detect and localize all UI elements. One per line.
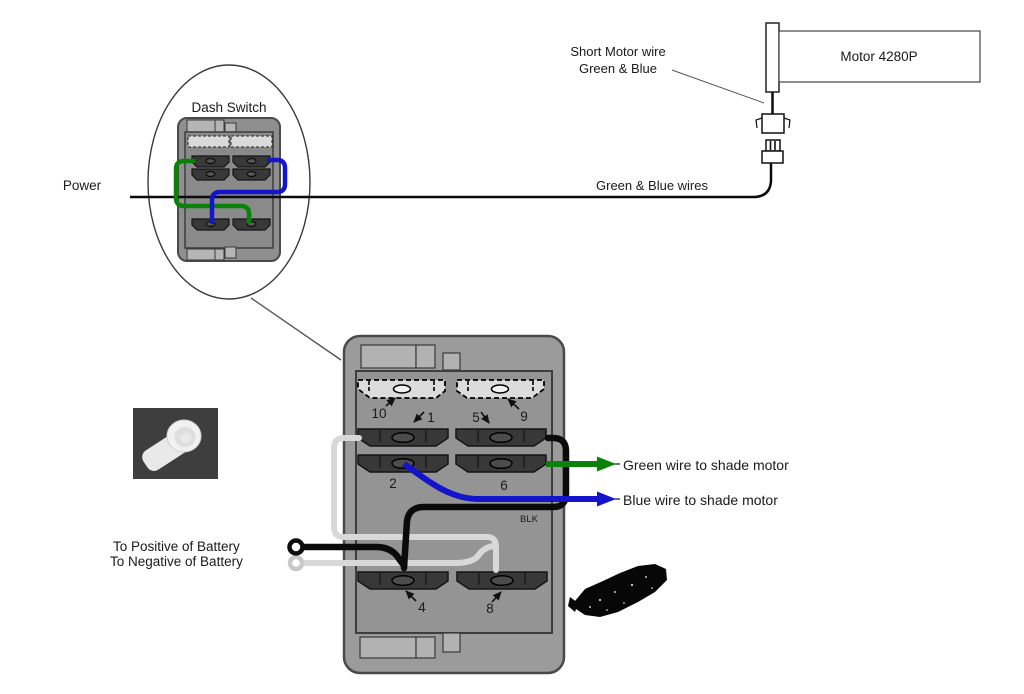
blue-motor-wire	[402, 461, 599, 502]
battery-positive-label: To Positive of Battery	[113, 539, 240, 554]
terminal-5	[455, 428, 547, 447]
terminal-4	[357, 571, 449, 590]
dash-switch-label: Dash Switch	[191, 100, 266, 115]
green-to-motor-label: Green wire to shade motor	[623, 457, 789, 473]
terminal-label-8: 8	[486, 601, 494, 616]
white-jumper-wire	[331, 435, 499, 573]
blue-arrowhead	[597, 491, 616, 507]
rocker-actuator-photo	[568, 564, 667, 617]
battery-negative-label: To Negative of Battery	[110, 554, 243, 569]
motor-shaft	[765, 22, 780, 93]
wire-nut-photo	[133, 408, 218, 479]
battery-negative-ring-terminal	[287, 554, 305, 572]
motor-label: Motor 4280P	[840, 49, 917, 64]
terminal-label-6: 6	[500, 478, 508, 493]
terminal-label-1: 1	[427, 410, 435, 425]
blk-label: BLK	[520, 514, 539, 525]
terminal-6	[455, 454, 547, 473]
dash-switch-callout-ellipse	[147, 64, 311, 300]
green-arrowhead	[597, 456, 616, 472]
terminal-label-4: 4	[418, 600, 426, 615]
black-jumper-wire	[400, 434, 570, 572]
battery-positive-wire	[303, 543, 408, 569]
battery-positive-ring-terminal	[287, 538, 305, 556]
terminal-label-2: 2	[389, 476, 397, 491]
short-motor-wire-label-2: Green & Blue	[579, 61, 657, 76]
terminal-label-9: 9	[520, 409, 528, 424]
battery-negative-wire	[303, 543, 495, 566]
short-motor-wire-leader	[671, 69, 765, 104]
motor-box	[778, 30, 981, 83]
terminal-2	[357, 454, 449, 473]
rocker-left-dashed	[357, 379, 446, 399]
motor-connector-lower	[761, 139, 784, 164]
rocker-right-dashed	[456, 379, 545, 399]
mini-blue-jumper	[209, 157, 288, 225]
motor-connector-upper	[755, 113, 791, 134]
mini-rocker-right	[230, 135, 273, 148]
terminal-label-10: 10	[371, 406, 386, 421]
blue-to-motor-label: Blue wire to shade motor	[623, 492, 778, 508]
callout-leader-line	[250, 297, 342, 361]
power-wire	[130, 163, 773, 199]
mini-rocker-left	[187, 135, 230, 148]
terminal-8	[456, 571, 548, 590]
mini-green-jumper	[173, 158, 252, 225]
green-blue-wires-label: Green & Blue wires	[596, 178, 708, 193]
short-motor-wire-label-1: Short Motor wire	[570, 44, 665, 59]
dash-switch-mini	[177, 117, 281, 262]
terminal-label-5: 5	[472, 410, 480, 425]
power-label: Power	[63, 178, 102, 193]
terminal-numbers: 10 9 1 5 2 6 4 8	[371, 397, 528, 616]
motor-assembly	[671, 22, 981, 164]
terminal-1	[357, 428, 449, 447]
